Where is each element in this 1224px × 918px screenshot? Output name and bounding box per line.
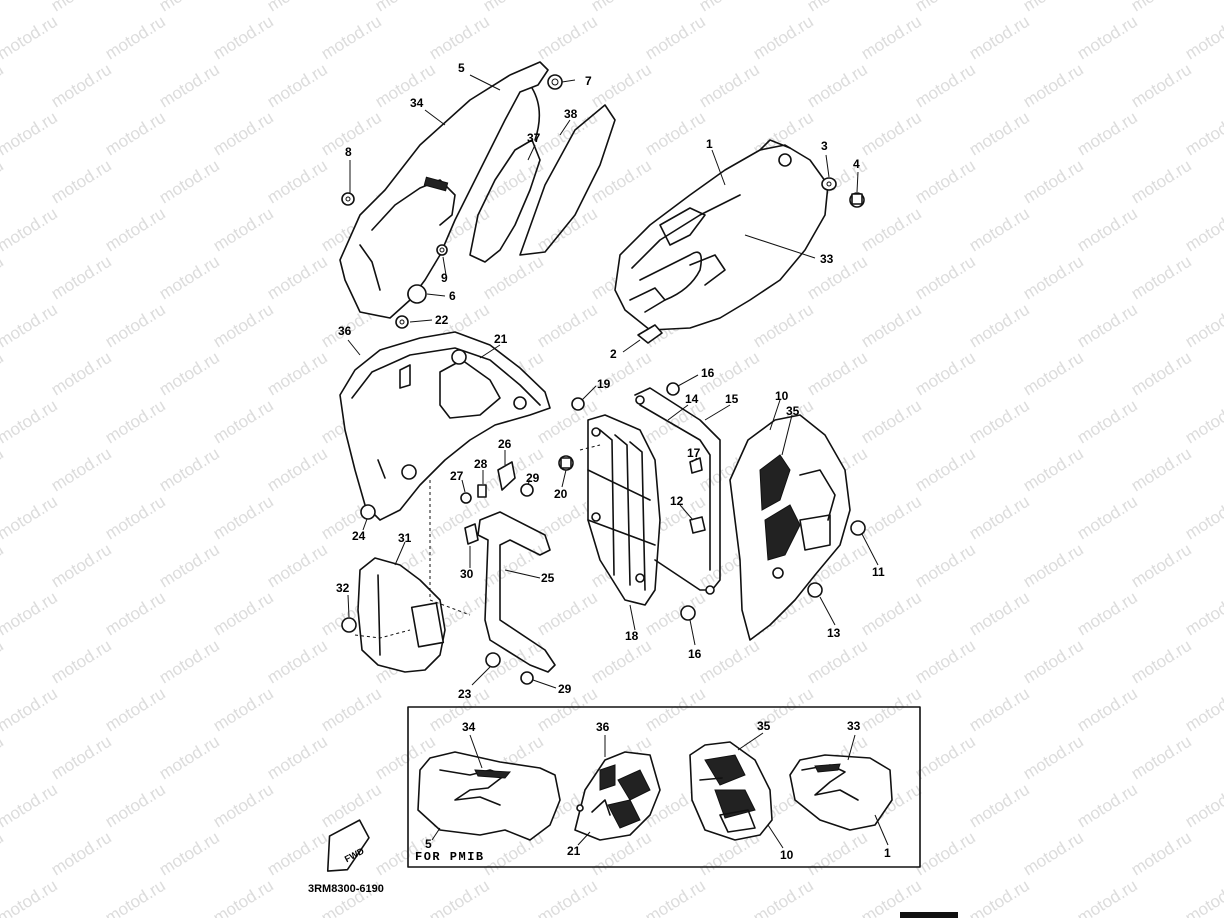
callout-21: 21: [494, 332, 508, 346]
leader-lines: [347, 74, 879, 689]
inset-callout-21: 21: [567, 844, 581, 858]
inset-frame: [407, 706, 921, 868]
callout-35: 35: [786, 404, 800, 418]
callout-34: 34: [410, 96, 424, 110]
callout-36: 36: [338, 324, 352, 338]
callout-9: 9: [441, 271, 448, 285]
callout-15: 15: [725, 392, 739, 406]
clip-12: [689, 516, 706, 534]
callout-23: 23: [458, 687, 472, 701]
inset-scoop-left: [574, 735, 661, 846]
inset-callout-35: 35: [757, 719, 771, 733]
callout-4: 4: [853, 157, 860, 171]
callout-7: 7: [585, 74, 592, 88]
callout-16-bottom: 16: [688, 647, 702, 661]
inset-callout-33: 33: [847, 719, 861, 733]
corner-mark: [900, 912, 958, 918]
callout-1: 1: [706, 137, 713, 151]
bolt-32: [341, 617, 357, 633]
assembly-line-a: [429, 480, 471, 616]
callout-13: 13: [827, 626, 841, 640]
callout-28: 28: [474, 457, 488, 471]
callout-6: 6: [449, 289, 456, 303]
bolt-29-top: [520, 483, 534, 497]
callout-19: 19: [597, 377, 611, 391]
callout-29-bottom: 29: [558, 682, 572, 696]
inset-cover-right: [789, 734, 893, 846]
collar-7: [547, 74, 563, 90]
fwd-badge: [326, 819, 370, 872]
callout-24: 24: [352, 529, 366, 543]
callout-12: 12: [670, 494, 684, 508]
bolt-29-bottom: [520, 671, 534, 685]
bolt-27: [460, 492, 472, 504]
callout-10: 10: [775, 389, 789, 403]
callout-37: 37: [527, 131, 541, 145]
clip-17: [689, 457, 703, 474]
callout-25: 25: [541, 571, 555, 585]
callout-33: 33: [820, 252, 834, 266]
clip-30: [464, 523, 479, 545]
side-cover-right: [614, 139, 829, 331]
bolt-11: [850, 520, 866, 536]
callout-27: 27: [450, 469, 464, 483]
hardware-16-top: [666, 382, 680, 396]
bracket-26: [497, 461, 516, 491]
washer-3: [821, 177, 837, 191]
callout-31: 31: [398, 531, 412, 545]
decal-37: [469, 87, 541, 263]
nut-23: [485, 652, 501, 668]
callout-2: 2: [610, 347, 617, 361]
inset-callout-10: 10: [780, 848, 794, 862]
callout-29-top: 29: [526, 471, 540, 485]
callout-8: 8: [345, 145, 352, 159]
callout-5: 5: [458, 61, 465, 75]
grommet-6: [407, 284, 427, 304]
callout-22: 22: [435, 313, 449, 327]
cover-31: [357, 557, 446, 673]
bolt-24: [360, 504, 376, 520]
spacer-28: [477, 484, 487, 498]
bracket-frame-14: [634, 387, 721, 595]
radiator-guard: [587, 414, 661, 606]
callout-20: 20: [554, 487, 568, 501]
air-scoop-right: [729, 414, 851, 641]
inset-caption: FOR PMIB: [415, 850, 485, 864]
damper-2: [637, 324, 663, 344]
bolt-16-bottom: [680, 605, 696, 621]
air-scoop-left: [339, 331, 551, 521]
callout-14: 14: [685, 392, 699, 406]
washer-9: [436, 244, 448, 256]
inset-scoop-right: [689, 732, 784, 849]
part-code: 3RM8300-6190: [308, 883, 384, 895]
bolt-4: [849, 192, 865, 208]
bolt-8: [341, 192, 355, 206]
inset-callout-5: 5: [425, 837, 432, 851]
callout-17: 17: [687, 446, 701, 460]
callout-32: 32: [336, 581, 350, 595]
callout-26: 26: [498, 437, 512, 451]
stay-25: [477, 511, 556, 673]
assembly-line-b: [354, 629, 411, 639]
callout-3: 3: [821, 139, 828, 153]
bolt-20: [558, 455, 574, 471]
callout-11: 11: [872, 565, 885, 579]
inset-cover-left: [417, 734, 561, 841]
inset-callout-36: 36: [596, 720, 610, 734]
bolt-13: [807, 582, 823, 598]
callout-30: 30: [460, 567, 474, 581]
nut-22: [395, 315, 409, 329]
inset-callout-34: 34: [462, 720, 476, 734]
inset-callout-1: 1: [884, 846, 891, 860]
callout-38: 38: [564, 107, 578, 121]
decal-38: [519, 104, 616, 256]
callout-18: 18: [625, 629, 639, 643]
bolt-19: [571, 397, 585, 411]
callout-16-top: 16: [701, 366, 715, 380]
